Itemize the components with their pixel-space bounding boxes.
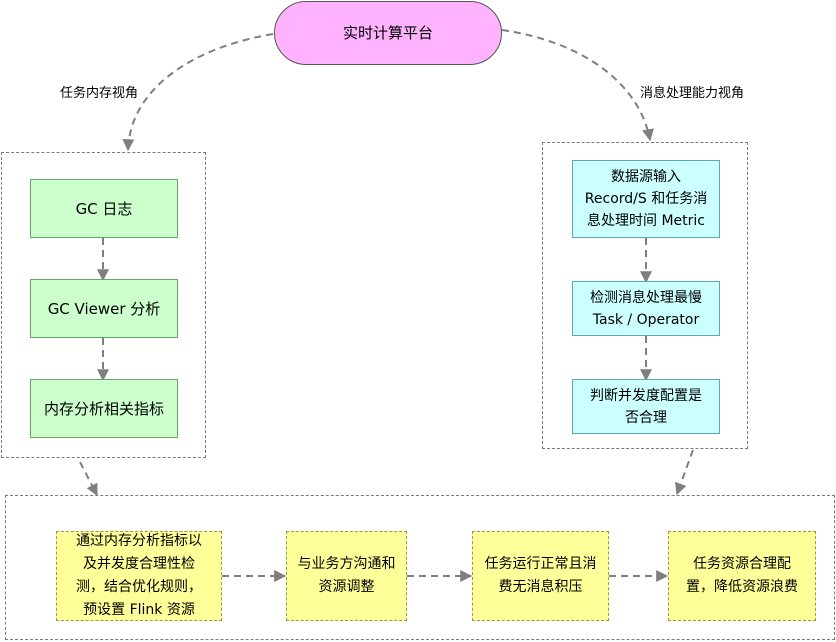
normal-run-label: 任务运行正常且消 费无消息积压: [484, 556, 597, 595]
gc-log-node[interactable]: GC 日志: [30, 179, 178, 238]
throughput-view-label: 消息处理能力视角: [638, 82, 747, 101]
resource-presetting-label: 通过内存分析指标以 及并发度合理性检 测，结合优化规则， 预设置 Flink 资…: [76, 533, 202, 618]
memory-metrics-node[interactable]: 内存分析相关指标: [30, 379, 178, 438]
gc-viewer-analysis-label: GC Viewer 分析: [47, 299, 161, 318]
optimized-config-node[interactable]: 任务资源合理配 置，降低资源浪费: [668, 531, 816, 621]
normal-run-node[interactable]: 任务运行正常且消 费无消息积压: [472, 531, 609, 621]
parallelism-check-node[interactable]: 判断并发度配置是 否合理: [572, 379, 720, 434]
parallelism-check-label: 判断并发度配置是 否合理: [590, 387, 702, 426]
data-source-metric-label: 数据源输入 Record/S 和任务消 息处理时间 Metric: [584, 169, 708, 229]
realtime-platform-label: 实时计算平台: [342, 24, 433, 42]
gc-viewer-analysis-node[interactable]: GC Viewer 分析: [30, 279, 178, 338]
business-communication-label: 与业务方沟通和 资源调整: [297, 556, 396, 595]
memory-view-group: [1, 152, 206, 458]
throughput-view-group: [542, 142, 748, 449]
arrow-memory-group-to-outcome-group: [79, 461, 98, 497]
arrow-platform-to-throughput-group: [501, 29, 654, 142]
arrow-throughput-group-to-outcome-group: [675, 449, 694, 496]
arrow-platform-to-memory-group: [122, 33, 274, 152]
memory-metrics-label: 内存分析相关指标: [43, 399, 164, 418]
slowest-task-label: 检测消息处理最慢 Task / Operator: [590, 289, 702, 328]
business-communication-node[interactable]: 与业务方沟通和 资源调整: [286, 531, 407, 621]
memory-view-label: 任务内存视角: [58, 82, 141, 101]
outcome-group: [5, 495, 835, 640]
gc-log-label: GC 日志: [75, 199, 133, 218]
resource-presetting-node[interactable]: 通过内存分析指标以 及并发度合理性检 测，结合优化规则， 预设置 Flink 资…: [56, 531, 222, 621]
realtime-platform-node[interactable]: 实时计算平台: [274, 1, 502, 65]
data-source-metric-node[interactable]: 数据源输入 Record/S 和任务消 息处理时间 Metric: [572, 160, 720, 238]
slowest-task-node[interactable]: 检测消息处理最慢 Task / Operator: [572, 281, 720, 336]
optimized-config-label: 任务资源合理配 置，降低资源浪费: [686, 556, 798, 595]
